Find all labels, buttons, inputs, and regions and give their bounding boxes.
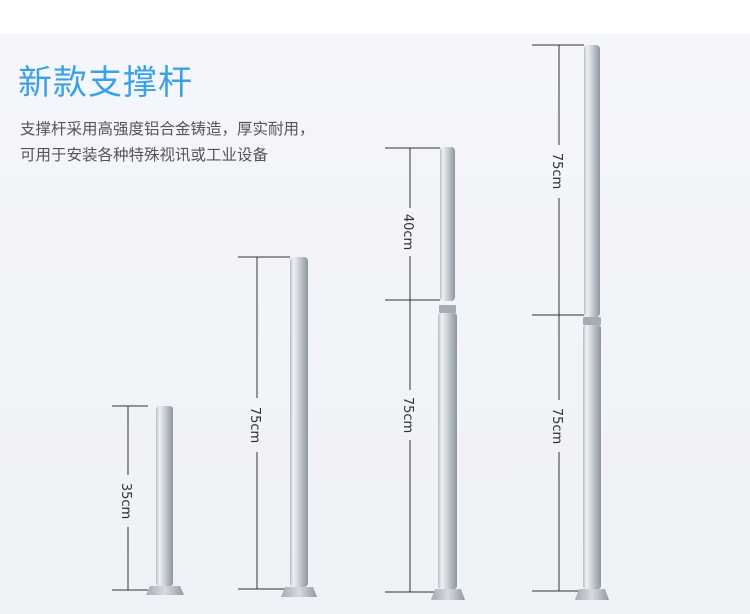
- dimension-label-35cm: 35cm: [118, 483, 133, 519]
- dimension-label-75cm: 75cm: [400, 397, 415, 433]
- pole-upper-tube: [584, 45, 600, 317]
- page-title: 新款支撑杆: [18, 63, 193, 103]
- background-panel: [0, 34, 750, 614]
- pole-base: [146, 586, 184, 595]
- pole-upper-tube: [440, 147, 455, 301]
- dimension-label-75cm: 75cm: [247, 407, 262, 443]
- description-line-2: 可用于安装各种特殊视讯或工业设备: [20, 146, 269, 164]
- description-line-1: 支撑杆采用高强度铝合金铸造，厚实耐用，: [20, 120, 315, 138]
- pole-base: [431, 589, 465, 600]
- pole-base: [575, 589, 609, 600]
- pole-lower-tube: [438, 313, 457, 589]
- pole-tube: [156, 406, 173, 586]
- pole-3: 40cm 75cm: [385, 147, 465, 600]
- pole-1: 35cm: [112, 405, 184, 595]
- pole-base: [281, 587, 317, 597]
- pole-connector: [583, 317, 601, 325]
- pole-4: 75cm 75cm: [532, 44, 609, 600]
- dimension-1: [112, 405, 148, 591]
- dimension-label-75cm-upper: 75cm: [549, 153, 564, 189]
- pole-lower-tube: [583, 325, 601, 589]
- pole-2: 75cm: [238, 256, 317, 597]
- pole-connector: [439, 305, 456, 313]
- dimension-label-40cm: 40cm: [400, 214, 415, 250]
- dimension-4: [532, 44, 584, 592]
- pole-tube: [290, 257, 308, 587]
- dimension-label-75cm-lower: 75cm: [549, 408, 564, 444]
- dimension-3: [385, 147, 440, 593]
- dimension-2: [238, 256, 290, 590]
